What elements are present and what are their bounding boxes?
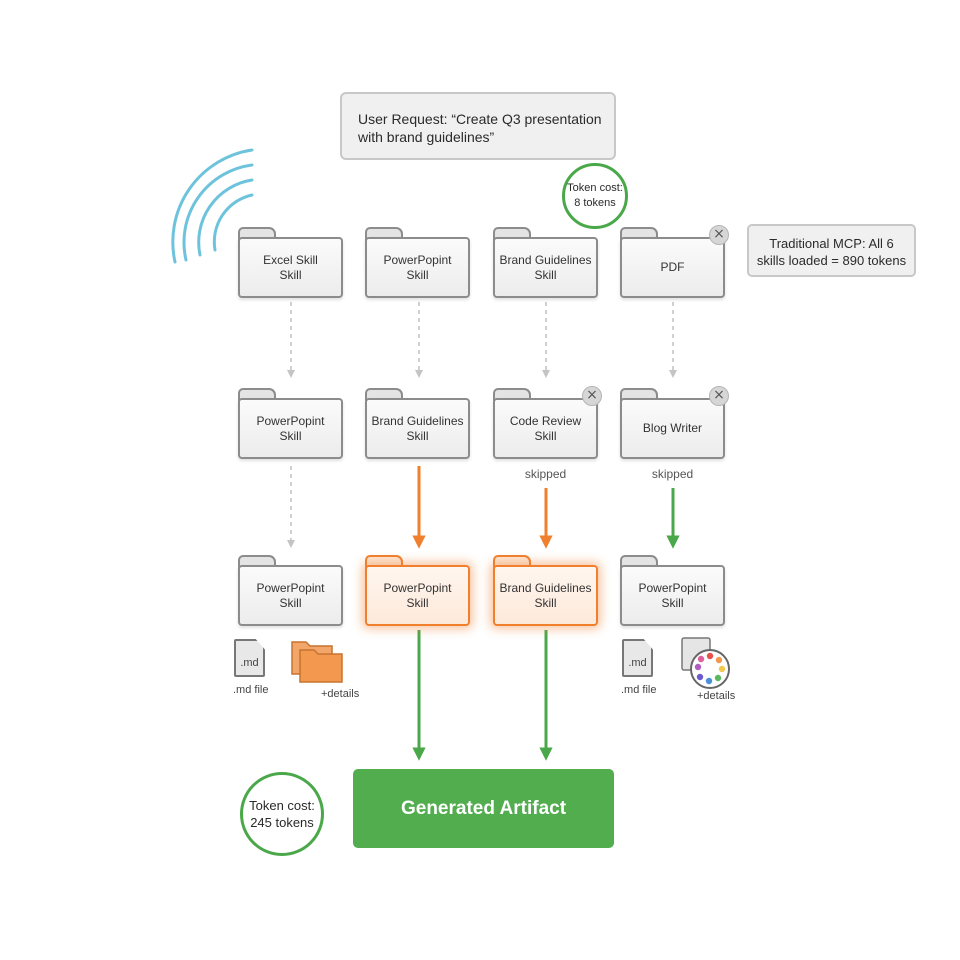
md-file-icon-text: .md [240,657,259,669]
folder-body: PDF [620,237,725,298]
skill-folder-blog-writer: Blog Writer × [620,386,729,459]
md-file-label: .md file [621,684,657,696]
folder-label: PowerPopint [638,580,707,595]
token-cost-label: Token cost: [567,182,623,194]
folder-label: Blog Writer [642,421,703,435]
folder-label: Brand Guidelines [499,580,592,595]
skipped-label: skipped [651,467,694,481]
user-request-box: User Request: “Create Q3 presentation wi… [340,92,616,160]
folder-sublabel: Skill [534,267,557,282]
generated-artifact-box: Generated Artifact [353,769,614,848]
folder-body: Blog Writer [620,398,725,459]
close-icon: × [709,225,729,245]
details-folder-icon [291,641,343,683]
details-label: +details [697,690,736,702]
folder-label: PowerPopint [383,580,452,595]
md-file-icon-text: .md [628,657,647,669]
token-cost-badge-bottom: Token cost: 245 tokens [240,772,324,856]
folder-label: Brand Guidelines [371,413,464,428]
artifact-label: Generated Artifact [400,797,567,819]
request-line-1: User Request: “Create Q3 presentation [358,111,602,127]
folder-label: Code Review [509,413,582,428]
color-palette-icon [681,637,730,689]
folder-sublabel: Skill [661,595,684,610]
folder-sublabel: Skill [534,595,557,610]
folder-label: Brand Guidelines [499,252,592,267]
folder-label: PowerPopint [383,252,452,267]
close-icon: × [709,386,729,406]
close-icon: × [582,386,602,406]
folder-sublabel: Skill [406,267,429,282]
folder-sublabel: Skill [406,428,429,443]
token-cost-badge-top: Token cost: 8 tokens [562,163,628,229]
mcp-line-1: Traditional MCP: All 6 [769,236,894,251]
md-file-label: .md file [233,684,269,696]
folder-label: Excel Skill [263,252,318,267]
folder-sublabel: Skill [279,428,302,443]
folder-sublabel: Skill [534,428,557,443]
md-file-icon: .md [622,639,653,677]
traditional-mcp-note: Traditional MCP: All 6 skills loaded = 8… [747,224,916,277]
folder-label: PDF [660,260,685,274]
token-cost-value: 8 tokens [574,197,616,209]
md-file-icon: .md [234,639,265,677]
token-cost-value: 245 tokens [250,815,314,830]
folder-label: PowerPopint [256,413,325,428]
folder-sublabel: Skill [279,267,302,282]
folder-sublabel: Skill [279,595,302,610]
mcp-line-2: skills loaded = 890 tokens [756,253,907,268]
request-line-2: with brand guidelines” [358,129,495,145]
folder-sublabel: Skill [406,595,429,610]
skill-folder-pdf: PDF × [620,225,729,298]
details-label: +details [321,688,360,700]
token-cost-label: Token cost: [249,798,315,813]
folder-label: PowerPopint [256,580,325,595]
skipped-label: skipped [524,467,567,481]
